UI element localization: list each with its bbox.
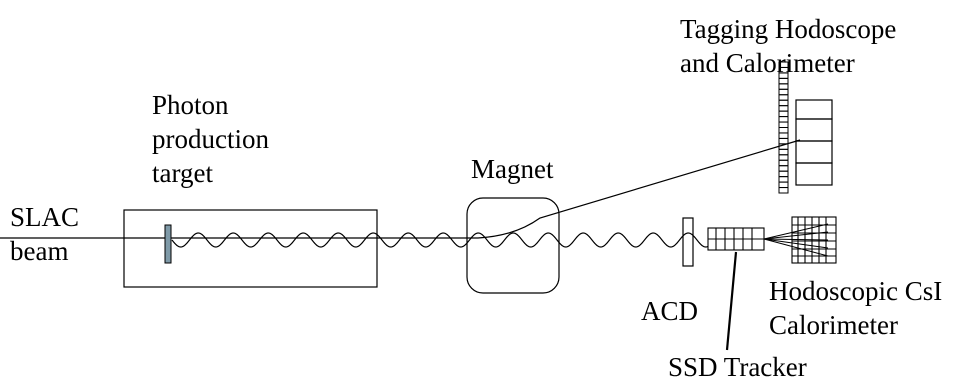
hodoscope-segment xyxy=(778,116,789,123)
tagging-hodoscope xyxy=(778,61,789,194)
hodoscope-segment xyxy=(778,137,789,145)
hodoscope-segment xyxy=(778,88,789,96)
hodoscope-segment xyxy=(778,99,789,107)
label-csi: Hodoscopic CsI Calorimeter xyxy=(769,274,942,342)
hodoscope-segment xyxy=(778,121,789,129)
hodoscope-segment xyxy=(778,132,789,139)
label-csi-line-1: Hodoscopic CsI xyxy=(769,276,943,306)
hodoscope-segment xyxy=(778,165,789,172)
ssd-tracker xyxy=(707,227,765,251)
hodoscope-segment xyxy=(778,105,789,112)
magnet-box xyxy=(466,197,560,294)
label-tagging: Tagging Hodoscope and Calorimeter xyxy=(680,12,896,80)
label-tagging-line-1: Tagging Hodoscope xyxy=(680,14,897,44)
label-slac-beam: SLAC beam xyxy=(10,200,79,268)
photon-wave xyxy=(171,232,709,248)
electron-track xyxy=(477,139,801,239)
target-plate xyxy=(164,224,172,264)
label-photon-target-line-3: target xyxy=(152,158,213,188)
tagging-calorimeter xyxy=(795,99,833,186)
label-csi-line-2: Calorimeter xyxy=(769,310,898,340)
hodoscope-segment xyxy=(778,148,789,156)
tracker-pointer xyxy=(725,251,738,351)
csi-calorimeter xyxy=(791,216,837,264)
hodoscope-segment xyxy=(778,127,789,134)
acd-panel xyxy=(682,217,694,267)
hodoscope-segment xyxy=(778,170,789,178)
target-box xyxy=(123,209,378,288)
hodoscope-segment xyxy=(778,83,789,90)
label-slac-beam-line-1: SLAC xyxy=(10,202,80,232)
label-tagging-line-2: and Calorimeter xyxy=(680,48,855,78)
label-photon-target-line-1: Photon xyxy=(152,90,229,120)
label-photon-target: Photon production target xyxy=(152,88,269,190)
hodoscope-segment xyxy=(778,187,789,194)
hodoscope-segment xyxy=(778,176,789,183)
hodoscope-segment xyxy=(778,110,789,118)
label-ssd-tracker: SSD Tracker xyxy=(668,352,807,382)
hodoscope-segment xyxy=(778,154,789,161)
label-slac-beam-line-2: beam xyxy=(10,236,69,266)
shower-lines xyxy=(763,223,829,257)
hodoscope-segment xyxy=(778,181,789,189)
label-magnet: Magnet xyxy=(471,154,554,184)
label-acd: ACD xyxy=(641,296,699,326)
hodoscope-segment xyxy=(778,159,789,167)
label-photon-target-line-2: production xyxy=(152,124,269,154)
hodoscope-segment xyxy=(778,94,789,101)
